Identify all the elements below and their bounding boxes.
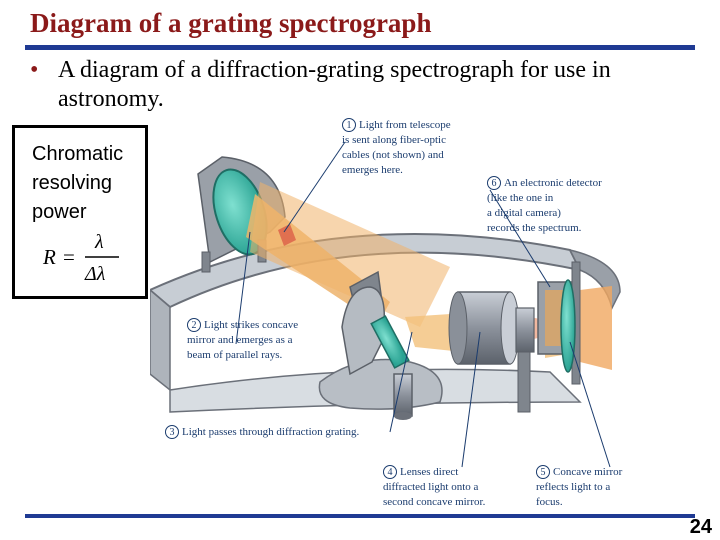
base-pedestal <box>318 358 443 410</box>
callout-1-number: 1 <box>342 118 356 132</box>
spectrograph-diagram <box>150 141 621 468</box>
title-divider <box>25 45 695 50</box>
leader-1 <box>283 141 346 233</box>
callout-3-line-1: Light passes through diffraction grating… <box>182 426 360 438</box>
bullet-line-2: astronomy. <box>58 86 164 112</box>
callout-4-line-1: Lenses direct <box>400 466 459 478</box>
leader-5 <box>569 341 611 468</box>
beam-collimated <box>250 182 450 327</box>
resolving-power-text: Chromatic resolving power <box>32 140 123 227</box>
callout-2-line-1: Light strikes concave <box>204 319 299 331</box>
callout-6-number: 6 <box>487 176 501 190</box>
box-line-2: resolving <box>32 172 113 194</box>
callout-2-number: 2 <box>187 318 201 332</box>
footer-divider <box>25 514 695 518</box>
formula-denominator: Δλ <box>84 263 106 285</box>
box-line-1: Chromatic <box>32 143 124 165</box>
callout-3-number: 3 <box>165 425 179 439</box>
callout-6-line-3: a digital camera) <box>487 207 561 219</box>
diffraction-grating <box>370 315 410 369</box>
formula-equals: = <box>63 245 75 269</box>
callout-5-line-1: Concave mirror <box>553 466 623 478</box>
resolving-power-formula: R = λ Δλ <box>42 231 119 285</box>
bullet-text: • A diagram of a diffraction-grating spec… <box>30 56 710 114</box>
formula-lhs: R <box>42 245 56 269</box>
callout-1-line-4: emerges here. <box>342 164 403 176</box>
callout-4-line-3: second concave mirror. <box>383 496 486 508</box>
callout-5-line-3: focus. <box>536 496 563 508</box>
grating-post-base <box>394 412 412 420</box>
callout-6-line-2: (like the one in <box>487 192 554 204</box>
callout-1-line-3: cables (not shown) and <box>342 149 444 161</box>
box-line-3: power <box>32 201 87 223</box>
callout-4-number: 4 <box>383 465 397 479</box>
concave-mirror-2 <box>560 279 576 373</box>
page-number: 24 <box>689 516 712 538</box>
formula-numerator: λ <box>94 231 104 253</box>
leader-4 <box>461 331 481 468</box>
leader-3 <box>389 331 413 433</box>
callout-1-line-1: Light from telescope <box>359 119 451 131</box>
callout-6-line-1: An electronic detector <box>504 177 602 189</box>
leader-2 <box>235 231 251 345</box>
lens-front <box>448 291 468 365</box>
bullet-marker: • <box>30 57 39 83</box>
callout-5-number: 5 <box>536 465 550 479</box>
bullet-line-1: A diagram of a diffraction-grating spect… <box>58 57 611 83</box>
leader-6 <box>489 189 551 288</box>
fiber-exit-point <box>278 224 296 246</box>
callout-4-line-2: diffracted light onto a <box>383 481 479 493</box>
callout-6-line-4: records the spectrum. <box>487 222 582 234</box>
callout-5-line-2: reflects light to a <box>536 481 611 493</box>
slide-title: Diagram of a grating spectrograph <box>30 8 432 38</box>
callout-1-line-2: is sent along fiber-optic <box>342 134 446 146</box>
mirror1-stand-left <box>201 251 211 273</box>
grating-post <box>393 373 413 417</box>
resolving-power-box: Chromatic resolving power R = λ Δλ <box>12 125 148 299</box>
beam-to-mirror2 <box>580 286 612 370</box>
lens-collar <box>515 307 535 353</box>
detector-stand <box>517 351 531 413</box>
callout-2-line-2: mirror and emerges as a <box>187 334 293 346</box>
callout-2-line-3: beam of parallel rays. <box>187 349 283 361</box>
base-left-wall <box>150 289 171 392</box>
